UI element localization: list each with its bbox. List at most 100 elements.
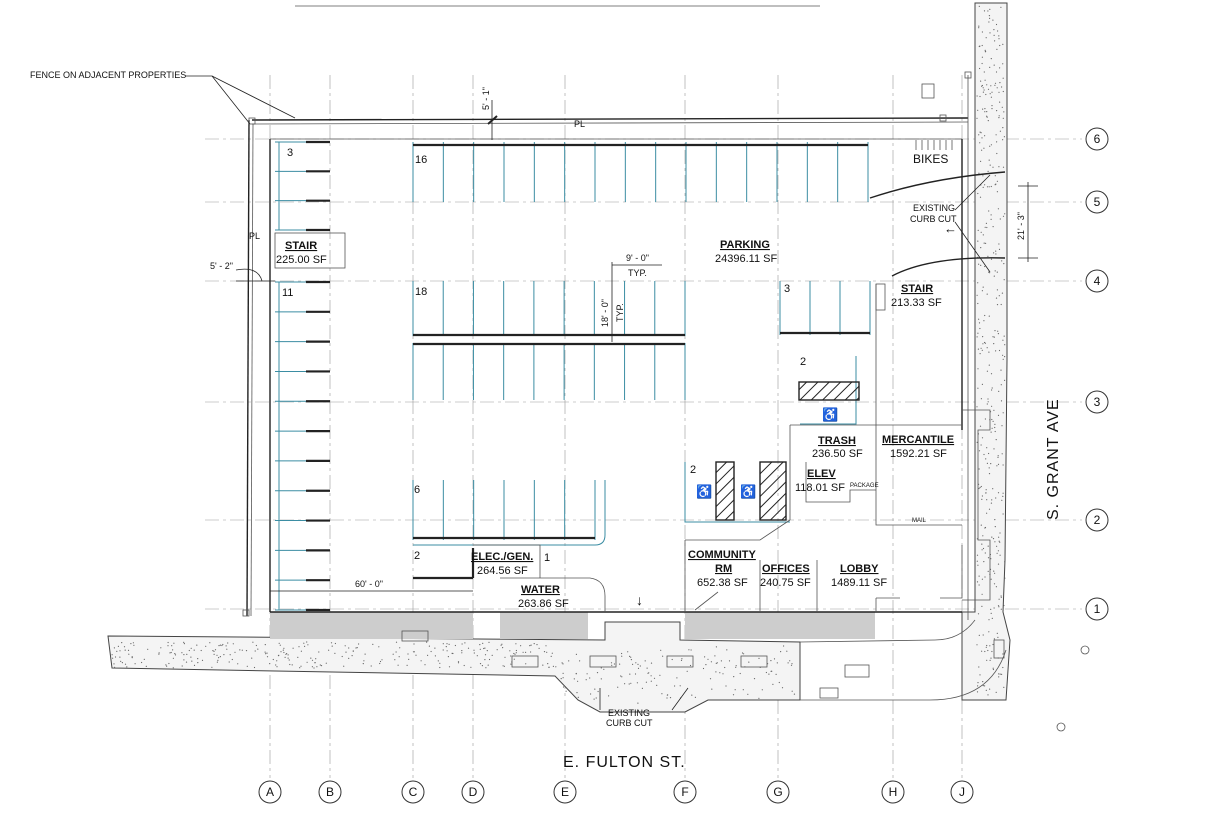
speckle: [334, 652, 336, 655]
speckle: [984, 184, 986, 186]
speckle: [1002, 358, 1004, 360]
speckle: [998, 117, 1000, 119]
speckle: [300, 650, 302, 652]
speckle: [998, 243, 1000, 245]
speckle: [980, 347, 982, 349]
speckle: [486, 650, 488, 652]
speckle: [513, 658, 515, 660]
dim-top-setback: 5' - 1": [481, 87, 491, 110]
speckle: [619, 663, 621, 665]
speckle: [724, 666, 726, 669]
elec-gen-name: ELEC./GEN.: [471, 551, 533, 563]
speckle: [575, 653, 578, 656]
dimension-curb-cut: [1018, 182, 1038, 262]
speckle: [990, 608, 992, 611]
speckle: [127, 649, 130, 652]
stall-count-west: 3: [287, 147, 293, 159]
speckle: [982, 186, 984, 188]
speckle: [579, 660, 581, 662]
speckle: [1003, 686, 1005, 689]
speckle: [987, 649, 989, 652]
grid-label-J: J: [959, 785, 965, 799]
speckle: [989, 659, 991, 662]
speckle: [990, 144, 993, 146]
speckle: [461, 643, 463, 645]
speckle: [522, 651, 524, 653]
speckle: [977, 240, 979, 242]
speckle: [998, 166, 1000, 168]
speckle: [998, 598, 1000, 600]
speckle: [976, 560, 978, 562]
speckle: [992, 420, 994, 422]
speckle: [791, 690, 793, 692]
speckle: [978, 487, 980, 490]
speckle: [439, 662, 441, 664]
speckle: [977, 682, 979, 684]
speckle: [430, 650, 432, 653]
curb-cut-east-label-2: CURB CUT: [910, 214, 957, 224]
speckle: [988, 271, 990, 273]
speckle: [191, 660, 193, 662]
speckle: [314, 662, 316, 664]
speckle: [1003, 263, 1005, 265]
speckle: [995, 23, 998, 26]
grid-label-F: F: [681, 785, 688, 799]
speckle: [254, 650, 256, 652]
speckle: [291, 664, 293, 666]
speckle: [979, 674, 981, 676]
speckle: [311, 666, 313, 668]
speckle: [984, 527, 986, 529]
speckle: [345, 651, 347, 653]
speckle: [172, 657, 174, 659]
dim-stall-depth: 18' - 0": [600, 299, 610, 327]
grid-label-B: B: [326, 785, 334, 799]
speckle: [992, 668, 995, 671]
speckle: [983, 10, 986, 12]
stair-west-area: 225.00 SF: [276, 254, 327, 266]
speckle: [197, 662, 199, 664]
speckle: [984, 418, 987, 420]
speckle: [996, 152, 998, 155]
speckle: [255, 644, 257, 647]
speckle: [116, 650, 118, 653]
speckle: [467, 647, 470, 649]
curb-cut-east-leader: [954, 174, 991, 211]
speckle: [977, 564, 979, 566]
speckle: [988, 631, 990, 633]
mail-label: MAIL: [912, 518, 927, 524]
grid-label-A: A: [266, 785, 274, 799]
speckle: [997, 456, 999, 458]
speckle: [993, 336, 995, 338]
elev-name: ELEV: [807, 468, 836, 480]
curb-cut-south-leader: [671, 687, 689, 711]
speckle: [997, 463, 1000, 465]
speckle: [442, 643, 444, 645]
speckle: [1003, 604, 1005, 607]
speckle: [464, 642, 466, 644]
speckle: [1003, 335, 1005, 337]
speckle: [994, 330, 996, 332]
speckle: [325, 662, 327, 664]
speckle: [276, 660, 278, 662]
speckle: [131, 656, 133, 658]
speckle: [479, 644, 481, 646]
stall-count-south-west: 2: [414, 550, 420, 562]
speckle: [985, 492, 987, 494]
speckle: [119, 650, 121, 652]
speckle: [1002, 464, 1004, 466]
speckle: [661, 693, 663, 695]
grid-label-G: G: [773, 785, 782, 799]
speckle: [725, 685, 727, 687]
speckle: [447, 656, 449, 658]
dim-span: 60' - 0": [355, 579, 383, 589]
speckle: [998, 390, 1000, 392]
speckle: [984, 265, 986, 268]
speckle: [996, 465, 998, 467]
speckle: [990, 258, 993, 260]
speckle: [994, 426, 996, 429]
grid-bubble-E: [553, 780, 577, 804]
speckle: [985, 689, 987, 692]
elec-gen-area: 264.56 SF: [477, 565, 528, 577]
speckle: [999, 218, 1001, 220]
speckle: [986, 116, 988, 118]
